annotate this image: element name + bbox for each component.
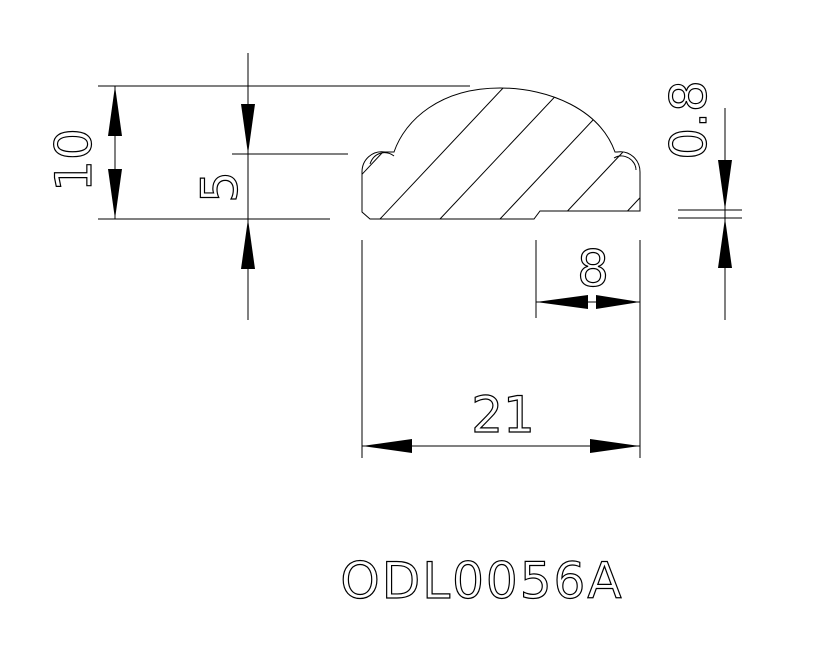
dim-step-width: 8	[535, 239, 641, 318]
dim-step-width-label: 8	[577, 240, 609, 298]
dim-overall-height: 10	[44, 85, 470, 220]
dim-overall-width: 21	[361, 240, 641, 458]
right-bead	[613, 155, 637, 171]
left-bead	[369, 152, 395, 165]
dim-half-height-label: 5	[191, 171, 249, 203]
dim-lip-thickness-label: 0.8	[660, 80, 718, 160]
dim-half-height: 5	[190, 53, 348, 320]
part-number: ODL0056A	[340, 552, 623, 610]
dim-lip-thickness: 0.8	[659, 80, 742, 320]
dim-overall-height-label: 10	[45, 128, 103, 192]
dim-overall-width-label: 21	[471, 386, 535, 444]
profile-outline	[361, 87, 641, 220]
